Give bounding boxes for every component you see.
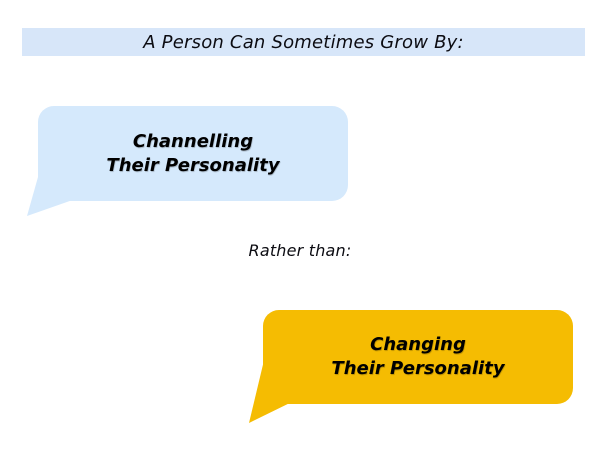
bubble-channelling-line2: Their Personality (106, 154, 280, 176)
connector-label: Rather than: (248, 241, 352, 260)
bubble-changing-line2: Their Personality (331, 358, 505, 379)
bubble-channelling-line1: Channelling (132, 130, 254, 152)
title-bar: A Person Can Sometimes Grow By: (22, 28, 585, 56)
connector-row: Rather than: (0, 241, 600, 260)
speech-bubble-changing: Changing Their Personality (263, 310, 573, 404)
speech-bubble-channelling: Channelling Their Personality (38, 106, 348, 201)
bubble-changing-line1: Changing (370, 334, 466, 355)
page-title: A Person Can Sometimes Grow By: (143, 31, 464, 53)
